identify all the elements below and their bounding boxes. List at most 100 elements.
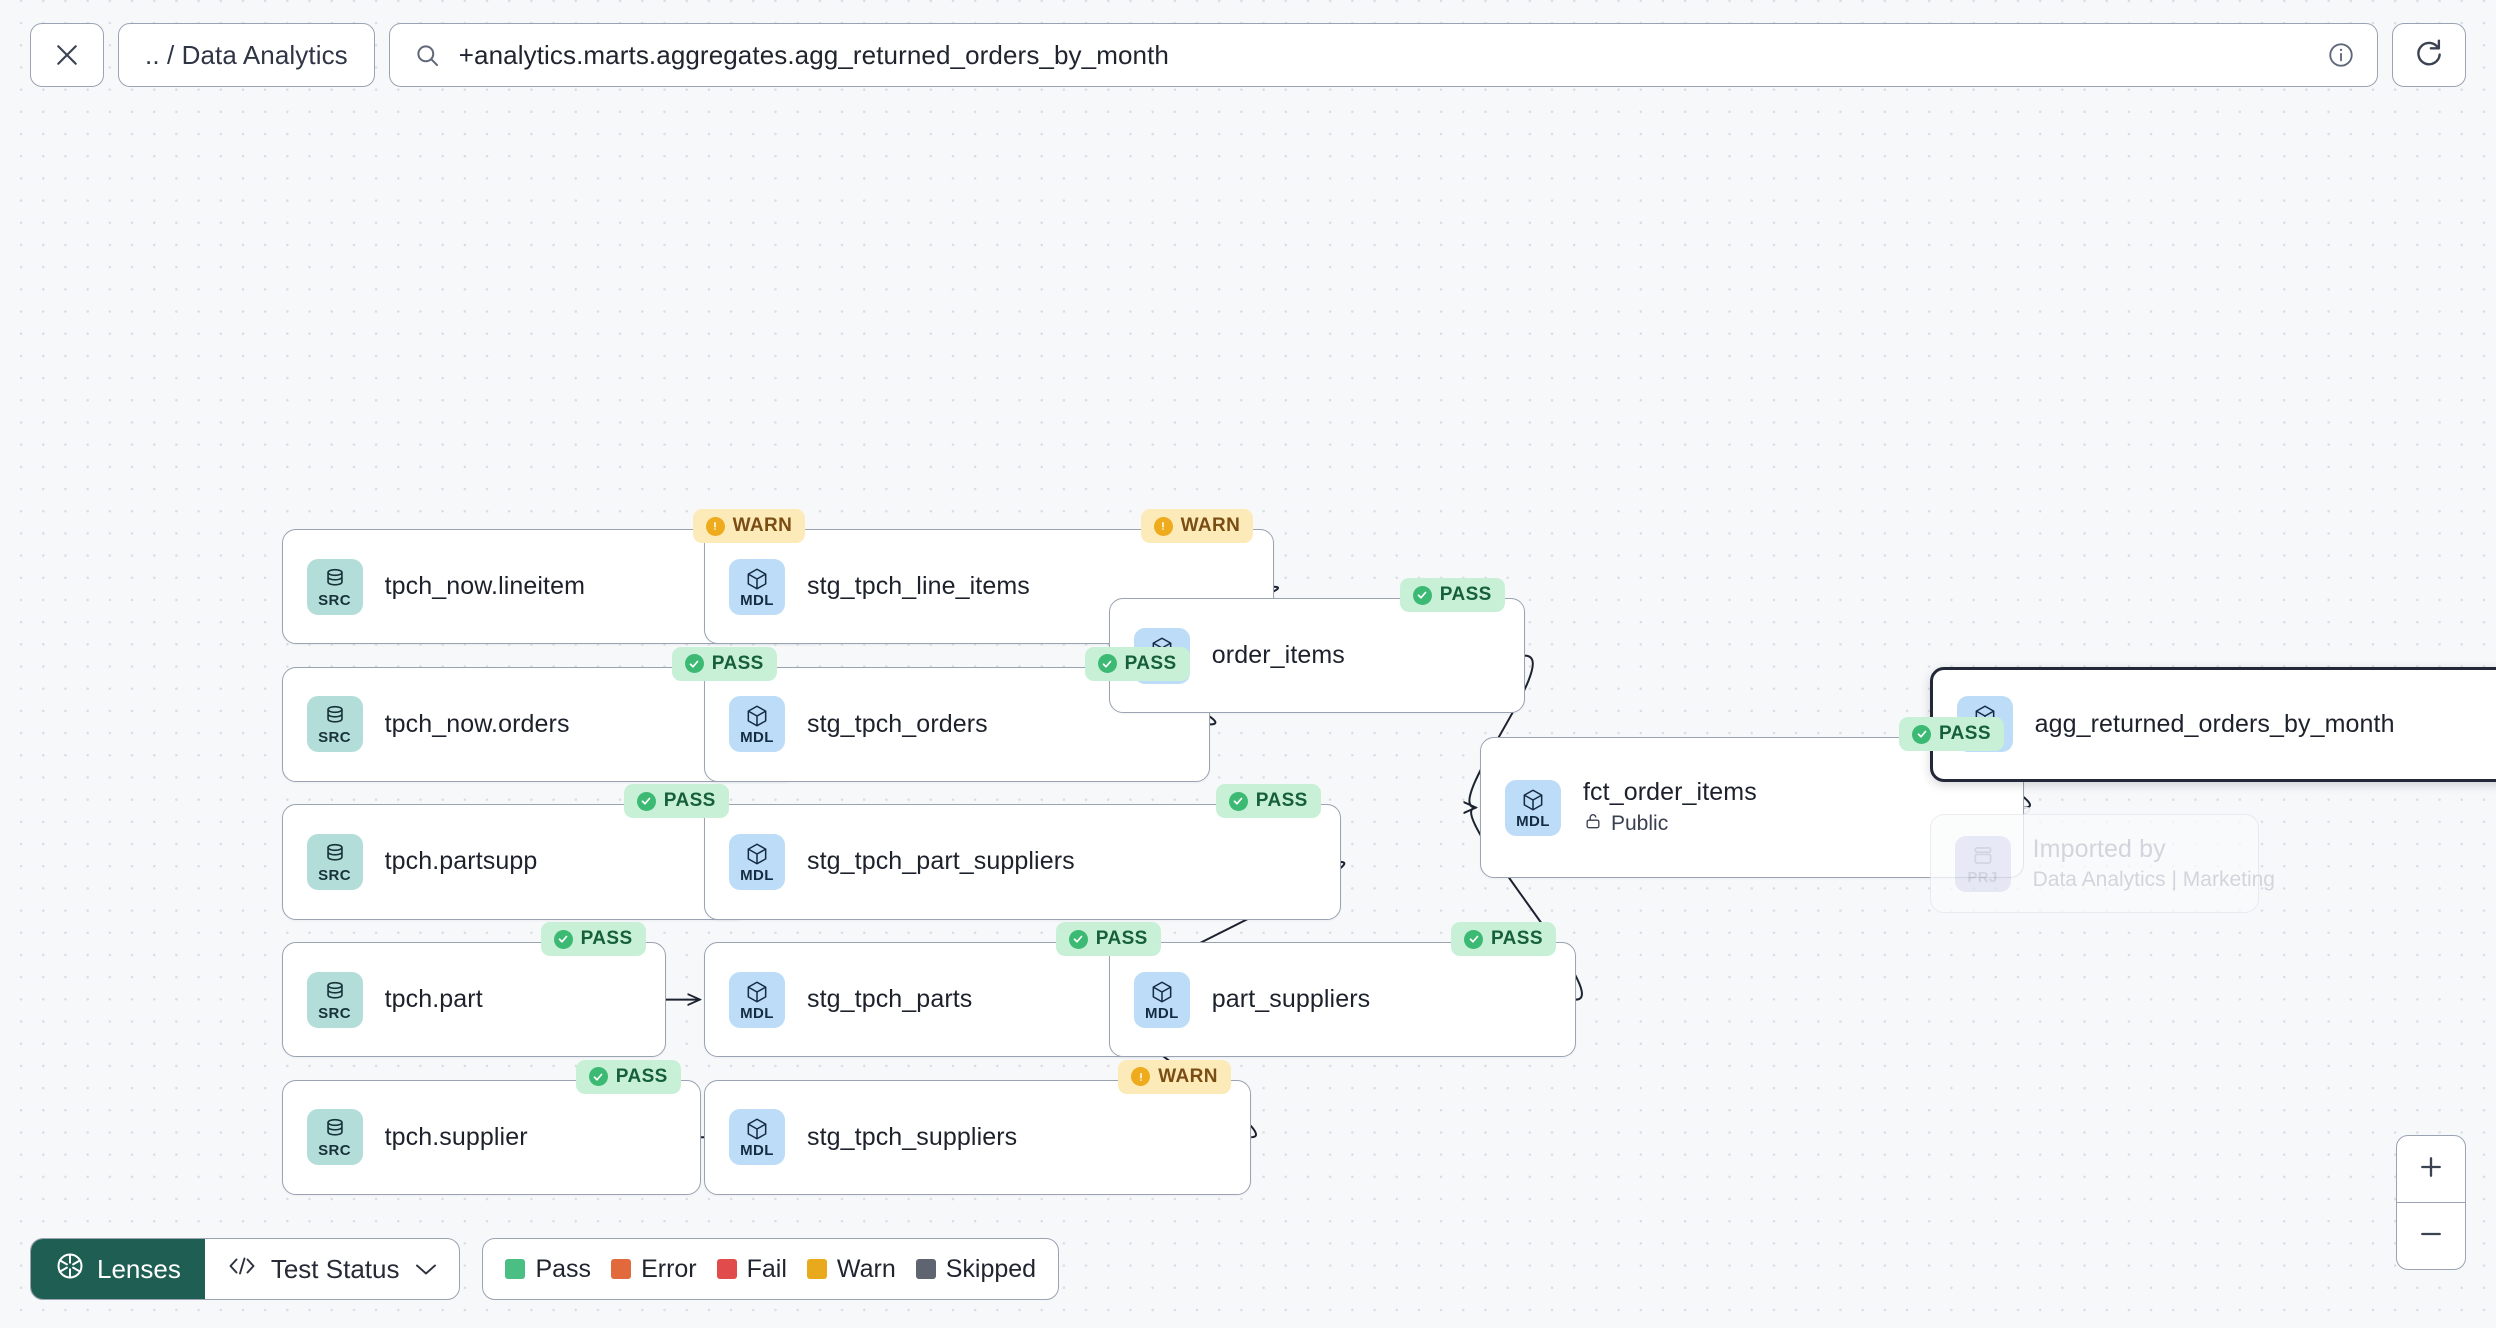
node-title: tpch.part (384, 985, 483, 1014)
node-type-chip-mdl: MDL (1505, 779, 1561, 836)
node-type-chip-src: SRC (306, 696, 363, 753)
unlock-icon (1583, 811, 1603, 837)
node-title: tpch.supplier (384, 1122, 528, 1151)
legend-swatch (611, 1259, 632, 1279)
legend-item-error[interactable]: Error (611, 1255, 697, 1284)
node-title: stg_tpch_part_suppliers (807, 847, 1075, 876)
legend-swatch (716, 1259, 737, 1279)
status-dot-icon (1464, 929, 1483, 949)
node-type-chip-src: SRC (306, 558, 363, 615)
node-type-label: SRC (318, 1142, 352, 1160)
graph-node-part_suppliers[interactable]: MDL part_suppliers (1108, 942, 1576, 1058)
node-body: fct_order_items Public (1583, 778, 1757, 837)
node-type-chip-mdl: MDL (1133, 971, 1190, 1028)
graph-node-fct_order_items[interactable]: MDL fct_order_items Public (1480, 737, 2024, 878)
status-badge-label: PASS (1939, 723, 1991, 745)
legend-label: Pass (535, 1254, 592, 1283)
database-icon (322, 979, 348, 1005)
node-body: tpch_now.orders (385, 710, 570, 739)
lineage-canvas[interactable]: SRC tpch_now.lineitem WARN MDL stg_tpch_… (0, 110, 2496, 1328)
node-type-label: MDL (740, 591, 774, 609)
status-badge-label: WARN (1158, 1065, 1218, 1087)
cube-icon (744, 566, 770, 592)
node-type-label: MDL (740, 1142, 774, 1160)
legend-item-warn[interactable]: Warn (806, 1254, 896, 1284)
node-body: stg_tpch_suppliers (807, 1123, 1017, 1152)
legend-item-fail[interactable]: Fail (716, 1254, 787, 1284)
status-badge-label: WARN (732, 515, 793, 537)
legend-item-skipped[interactable]: Skipped (915, 1255, 1036, 1284)
status-dot-icon (684, 654, 704, 674)
node-title: order_items (1211, 641, 1345, 670)
zoom-divider (2397, 1202, 2465, 1203)
status-badge-label: PASS (615, 1065, 668, 1087)
status-badge-pass: PASS (1215, 784, 1321, 819)
graph-node-agg_returned_orders_by_month[interactable]: MDL agg_returned_orders_by_month (1929, 666, 2496, 782)
status-badge-pass: PASS (623, 784, 729, 819)
breadcrumb[interactable]: .. / Data Analytics (118, 23, 375, 87)
search-input[interactable] (458, 39, 2309, 71)
chevron-down-icon (413, 1254, 439, 1285)
status-badge-label: PASS (1491, 928, 1543, 949)
node-body: stg_tpch_parts (807, 985, 972, 1014)
status-badge-label: PASS (711, 652, 764, 674)
node-title: stg_tpch_orders (807, 709, 988, 738)
node-body: tpch_now.lineitem (385, 572, 585, 601)
lenses-button[interactable]: Lenses (31, 1239, 205, 1299)
database-icon (322, 841, 348, 867)
status-badge-label: PASS (1439, 584, 1492, 605)
status-dot-icon (1228, 791, 1248, 811)
status-badge-pass: PASS (1084, 646, 1190, 681)
info-icon[interactable] (2327, 41, 2355, 69)
status-badge-warn: WARN (1118, 1059, 1231, 1094)
node-type-chip-mdl: MDL (729, 696, 785, 753)
node-body: Imported by Data Analytics | Marketing (2032, 835, 2275, 892)
legend-label: Fail (746, 1254, 787, 1283)
node-title: stg_tpch_suppliers (807, 1122, 1018, 1151)
status-badge-pass: PASS (1451, 922, 1556, 956)
refresh-icon (2413, 37, 2445, 74)
legend-item-pass[interactable]: Pass (505, 1255, 591, 1284)
node-type-label: SRC (318, 729, 352, 747)
status-legend: Pass Error Fail Warn Skipped (482, 1238, 1060, 1300)
zoom-in-button[interactable] (2397, 1136, 2465, 1202)
cube-icon (744, 1116, 770, 1142)
database-icon (322, 1116, 348, 1142)
graph-node-stg_tpch_part_suppliers[interactable]: MDL stg_tpch_part_suppliers (704, 804, 1341, 920)
graph-node-tpch_part[interactable]: SRC tpch.part (281, 942, 666, 1058)
status-dot-icon (1412, 585, 1432, 605)
refresh-button[interactable] (2392, 23, 2466, 87)
node-type-label: SRC (318, 591, 352, 609)
node-type-chip-mdl: MDL (729, 833, 785, 890)
graph-node-stg_tpch_parts[interactable]: MDL stg_tpch_parts (704, 942, 1181, 1058)
zoom-out-button[interactable] (2397, 1203, 2465, 1269)
graph-node-stg_tpch_suppliers[interactable]: MDL stg_tpch_suppliers (704, 1079, 1252, 1195)
status-badge-warn: WARN (692, 509, 806, 544)
node-type-chip-src: SRC (306, 833, 363, 890)
status-badge-label: PASS (1095, 928, 1148, 949)
node-body: tpch.part (385, 985, 483, 1014)
node-subtitle: Data Analytics | Marketing (2032, 868, 2275, 892)
status-dot-icon (1153, 516, 1173, 536)
node-title: agg_returned_orders_by_month (2034, 709, 2395, 738)
graph-node-tpch_partsupp[interactable]: SRC tpch.partsupp (281, 804, 749, 920)
node-body: agg_returned_orders_by_month (2035, 710, 2395, 739)
node-title: tpch.partsupp (384, 847, 538, 876)
status-dot-icon (1097, 654, 1117, 674)
node-type-label: MDL (1144, 1004, 1179, 1022)
node-type-label: MDL (740, 866, 774, 884)
status-badge-label: PASS (663, 790, 716, 812)
zoom-controls (2396, 1135, 2466, 1270)
test-status-label: Test Status (270, 1253, 400, 1284)
test-status-selector[interactable]: Test Status (205, 1239, 460, 1299)
aperture-icon (55, 1251, 85, 1288)
database-icon (322, 566, 348, 592)
close-button[interactable] (30, 23, 104, 87)
legend-label: Warn (836, 1254, 896, 1283)
node-type-chip-mdl: MDL (729, 971, 785, 1028)
graph-node-imported_by_project[interactable]: PRJ Imported by Data Analytics | Marketi… (1929, 814, 2275, 914)
status-dot-icon (553, 929, 573, 949)
graph-node-tpch_supplier[interactable]: SRC tpch.supplier (281, 1079, 701, 1195)
search-bar[interactable] (388, 23, 2378, 87)
